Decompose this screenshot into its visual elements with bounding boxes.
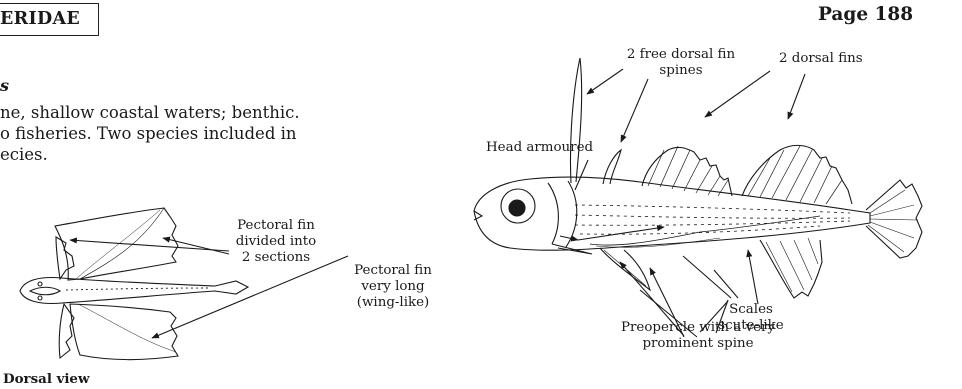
lateral-view-fish-drawing [474, 58, 922, 298]
free-dorsal-spines-label: 2 free dorsal fin spines [618, 47, 744, 79]
dorsal-view-fish-drawing [20, 208, 248, 360]
dorsal-fins-label: 2 dorsal fins [779, 51, 863, 67]
head-armoured-label: Head armoured [486, 140, 593, 156]
lateral-pointer-lines [560, 69, 805, 337]
pectoral-fin-long-label: Pectoral fin very long (wing-like) [348, 263, 438, 311]
scales-scute-like-label: Scales scute-like [712, 302, 790, 334]
pectoral-fin-divided-label: Pectoral fin divided into 2 sections [225, 218, 327, 266]
dorsal-view-caption: Dorsal view [3, 371, 89, 387]
